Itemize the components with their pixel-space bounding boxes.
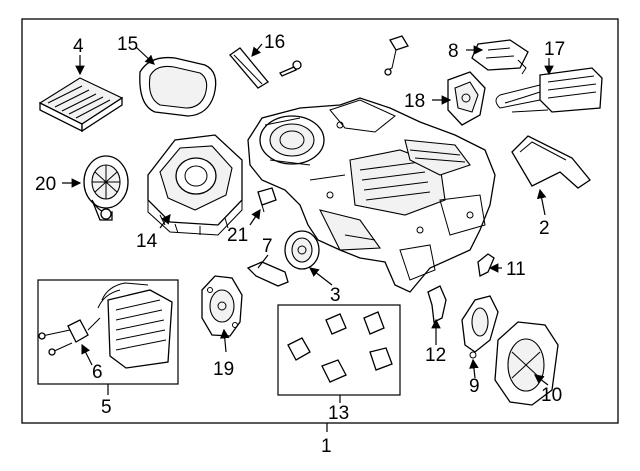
diagram-frame: [21, 18, 619, 424]
evaporator-seal-part[interactable]: [511, 135, 591, 189]
actuator-part[interactable]: [284, 230, 320, 270]
callout-12: 12: [425, 345, 446, 366]
valve-bolt-a[interactable]: [38, 329, 71, 340]
callout-14: 14: [136, 231, 158, 252]
cabin-filter-part[interactable]: [38, 77, 124, 133]
callout-10: 10: [541, 385, 562, 406]
connector-a[interactable]: [287, 337, 311, 361]
callout-3: 3: [330, 285, 341, 306]
callout-5: 5: [101, 397, 112, 418]
callout-15: 15: [117, 34, 138, 55]
callout-7: 7: [262, 236, 273, 257]
group-box-13: [277, 304, 401, 396]
callout-21: 21: [227, 225, 248, 246]
drain-tube-part[interactable]: [477, 253, 495, 277]
callout-16: 16: [264, 32, 285, 53]
callout-20: 20: [35, 174, 56, 195]
hvac-case-assembly[interactable]: [247, 97, 496, 293]
temp-actuator-part[interactable]: [461, 295, 499, 359]
sensor-connector-part[interactable]: [384, 35, 409, 76]
blower-housing-part[interactable]: [147, 134, 243, 236]
bracket-part[interactable]: [246, 261, 289, 287]
blower-motor-part[interactable]: [83, 155, 129, 221]
screw-part[interactable]: [279, 60, 302, 77]
callout-19: 19: [213, 359, 234, 380]
callout-9: 9: [469, 376, 480, 397]
callout-2: 2: [539, 218, 550, 239]
evaporator-part[interactable]: [97, 282, 173, 369]
connector-b[interactable]: [325, 313, 347, 335]
callout-13: 13: [328, 403, 349, 424]
seal-part[interactable]: [139, 56, 217, 117]
callout-6: 6: [92, 362, 103, 383]
callout-17: 17: [544, 39, 565, 60]
expansion-valve-part[interactable]: [67, 317, 101, 343]
resistor-part[interactable]: [471, 39, 529, 75]
callout-18: 18: [404, 91, 425, 112]
clip-part[interactable]: [257, 187, 277, 213]
cover-plate-part[interactable]: [494, 321, 559, 406]
connector-e[interactable]: [369, 347, 393, 371]
recirc-actuator-part[interactable]: [201, 275, 243, 337]
connector-d[interactable]: [321, 359, 347, 383]
callout-8: 8: [448, 41, 459, 62]
foam-strip-part[interactable]: [229, 47, 269, 89]
callout-4: 4: [73, 36, 84, 57]
small-bracket-part[interactable]: [427, 285, 447, 323]
connector-c[interactable]: [363, 311, 385, 335]
callout-11: 11: [506, 259, 526, 280]
heater-core-part[interactable]: [495, 67, 603, 113]
callout-1: 1: [321, 436, 332, 457]
valve-bolt-b[interactable]: [48, 342, 73, 356]
leader-lines: [62, 43, 554, 432]
mode-actuator-part[interactable]: [447, 71, 486, 126]
